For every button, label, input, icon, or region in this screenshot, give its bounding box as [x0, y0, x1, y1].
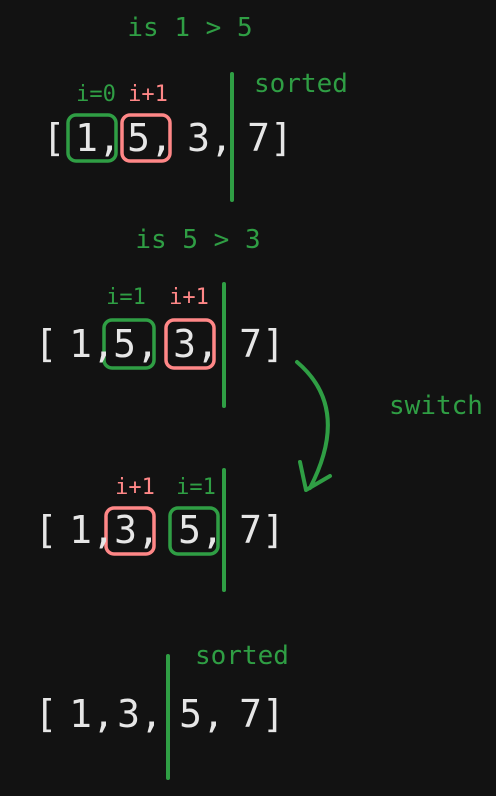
step3-label-i: i=1 — [176, 475, 216, 500]
step2-item-1: 1, — [69, 322, 115, 366]
switch-label: switch — [389, 391, 483, 421]
switch-arrowhead-icon — [298, 460, 332, 492]
step3-item-3: 5, — [178, 508, 224, 552]
step1-label-next: i+1 — [128, 82, 168, 107]
step1-question: is 1 > 5 — [127, 13, 252, 43]
step3-highlight-i — [168, 506, 220, 556]
step2-item-2: 5, — [113, 322, 159, 366]
step-1: is 1 > 5 i=0 i+1 sorted [ 1, 5, 3, 7] — [43, 13, 348, 202]
step4-item-3: 5, — [179, 692, 225, 736]
step-4: sorted [ 1, 3, 5, 7] — [35, 641, 289, 780]
step4-open-bracket: [ — [35, 692, 58, 736]
step4-sorted-label: sorted — [195, 641, 289, 671]
step1-item-4: 7] — [247, 116, 293, 160]
step1-highlight-i — [66, 113, 118, 163]
step3-item-1: 1, — [69, 508, 115, 552]
switch-arrow-curve — [295, 360, 330, 490]
step4-item-2: 3, — [117, 692, 163, 736]
step2-highlight-next — [164, 318, 216, 370]
step2-highlight-i — [102, 318, 156, 370]
step2-item-4: 7] — [239, 322, 285, 366]
switch-arrow: switch — [295, 360, 483, 492]
step-2: is 5 > 3 i=1 i+1 [ 1, 5, 3, 7] — [35, 225, 285, 408]
step1-sorted-label: sorted — [254, 69, 348, 99]
step4-item-4: 7] — [239, 692, 285, 736]
step3-label-next: i+1 — [115, 475, 155, 500]
step2-question: is 5 > 3 — [135, 225, 260, 255]
step2-label-next: i+1 — [169, 285, 209, 310]
step1-item-1: 1, — [75, 116, 121, 160]
step3-open-bracket: [ — [35, 508, 58, 552]
step3-item-2: 3, — [114, 508, 160, 552]
step1-item-3: 3, — [187, 116, 233, 160]
step2-label-i: i=1 — [106, 285, 146, 310]
step1-item-2: 5, — [127, 116, 173, 160]
step3-highlight-next — [104, 506, 156, 556]
step1-label-i: i=0 — [76, 82, 116, 107]
step-3: i+1 i=1 [ 1, 3, 5, 7] — [35, 468, 285, 592]
step1-highlight-next — [120, 113, 172, 163]
step2-item-3: 3, — [173, 322, 219, 366]
step2-open-bracket: [ — [35, 322, 58, 366]
step1-open-bracket: [ — [43, 116, 66, 160]
step4-item-1: 1, — [69, 692, 115, 736]
step3-item-4: 7] — [239, 508, 285, 552]
